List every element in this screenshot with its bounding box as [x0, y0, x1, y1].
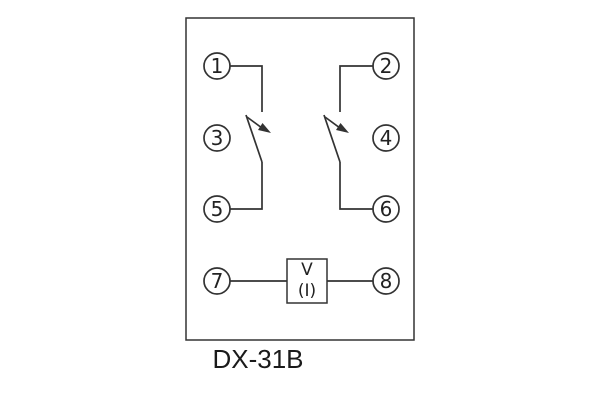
terminal-4-circle	[372, 124, 400, 152]
terminal-3-label: 3	[211, 126, 224, 150]
terminal-7-circle	[203, 267, 231, 295]
left-contact-bottom-lead	[230, 162, 263, 210]
terminal-4-label: 4	[380, 126, 393, 150]
right-contact-top-lead	[339, 65, 373, 112]
terminal-2-label: 2	[380, 54, 393, 78]
left-actuation-arrow-icon	[258, 123, 271, 133]
terminal-1-label: 1	[211, 54, 224, 78]
left-contact-blade	[245, 114, 263, 163]
terminal-6-circle	[372, 195, 400, 223]
measuring-element-box	[286, 258, 328, 304]
terminal-1-circle	[203, 52, 231, 80]
enclosure-border	[185, 17, 415, 341]
measuring-element-label-line2: (I)	[298, 281, 316, 301]
terminal-8-label: 8	[380, 269, 393, 293]
terminal-6-label: 6	[380, 197, 393, 221]
measuring-element-label-line1: V	[301, 260, 313, 280]
right-actuation-arrow-shaft	[324, 116, 341, 129]
right-contact-blade	[323, 114, 341, 163]
terminal-7-label: 7	[211, 269, 224, 293]
right-actuation-arrow-icon	[336, 123, 349, 133]
diagram-caption: DX-31B	[212, 344, 303, 374]
terminal-2-circle	[372, 52, 400, 80]
right-contact-bottom-lead	[339, 162, 373, 210]
terminal-5-circle	[203, 195, 231, 223]
terminal-3-circle	[203, 124, 231, 152]
left-actuation-arrow-shaft	[246, 116, 263, 129]
terminal-5-label: 5	[211, 197, 224, 221]
left-contact-top-lead	[230, 65, 263, 112]
terminal-8-circle	[372, 267, 400, 295]
